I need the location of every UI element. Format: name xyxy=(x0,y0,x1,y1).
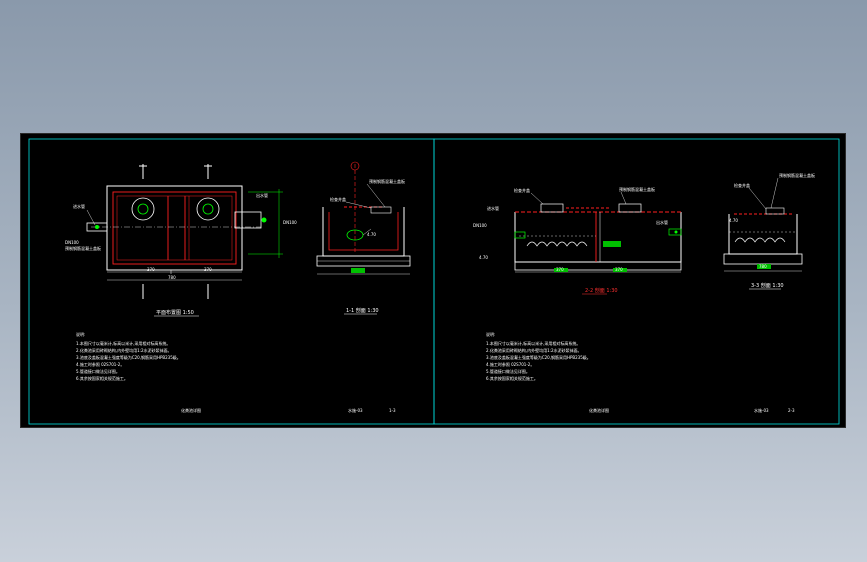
plan-inlet-note: 预制钢筋混凝土盖板 xyxy=(65,245,101,251)
cad-drawing: 370 370 780 进水管 DN100 预制钢筋混凝土盖板 出水管 DN10… xyxy=(28,138,840,425)
section2-title: 2-2 剖面 1:30 xyxy=(585,287,618,294)
section3-sludge xyxy=(734,237,786,243)
plan-inner-outline xyxy=(116,195,233,261)
section3-cover-note: 预制钢筋混凝土盖板 xyxy=(779,172,815,178)
section1-note-leader xyxy=(366,183,386,208)
section1-cut-circle xyxy=(350,161,360,171)
plan-outlet-pipe-label: DN100 xyxy=(283,220,297,225)
section1-level-leader xyxy=(362,228,372,236)
left-note-2: 2.化粪池采用砖砌结构,内外壁均用1:2水泥砂浆抹面。 xyxy=(76,347,172,353)
section1-walls xyxy=(322,207,405,257)
plan-inlet-marker xyxy=(95,225,99,229)
plan-inlet-pipe-label: DN100 xyxy=(65,240,79,245)
section1-cover-leader xyxy=(345,201,372,209)
section1-level: 4.70 xyxy=(367,232,376,237)
section3-dim-fill xyxy=(757,264,771,269)
section1-title: 1-1 剖面 1:30 xyxy=(346,307,379,314)
section3-cover-label: 检查井盖 xyxy=(734,182,750,188)
section-3-view: 780 检查井盖 预制钢筋混凝土盖板 4.70 3-3 剖面 1:30 xyxy=(723,172,815,290)
section1-cover-box xyxy=(370,206,392,214)
section2-outlet-label: 出水管 xyxy=(656,219,668,225)
plan-dim-c: 780 xyxy=(168,275,176,280)
plan-dim-b: 370 xyxy=(204,267,212,272)
right-note-1: 1.本图尺寸以毫米计,标高以米计,采用相对标高系统。 xyxy=(486,340,580,346)
plan-view: 370 370 780 进水管 DN100 预制钢筋混凝土盖板 出水管 DN10… xyxy=(65,164,297,317)
plan-outlet-pipe xyxy=(234,211,262,229)
section2-manhole-right xyxy=(618,203,642,213)
right-footer-code: 水施-03 xyxy=(754,407,769,413)
section2-inlet-label: 进水管 xyxy=(487,205,499,211)
left-notes-heading: 说明: xyxy=(76,331,85,337)
section3-walls xyxy=(728,214,798,255)
section3-title: 3-3 剖面 1:30 xyxy=(751,282,784,289)
manhole-left-cover xyxy=(137,203,149,215)
plan-inlet-pipe xyxy=(86,222,108,232)
right-notes: 说明: 1.本图尺寸以毫米计,标高以米计,采用相对标高系统。 2.化粪池采用砖砌… xyxy=(486,331,795,413)
section-2-view: 370 370 检查井盖 预制钢筋混凝土盖板 进水管 DN100 出水管 4.7… xyxy=(473,186,682,295)
right-footer-page: 2-3 xyxy=(788,408,795,413)
section2-note-leader xyxy=(620,191,627,205)
left-note-1: 1.本图尺寸以毫米计,标高以米计,采用相对标高系统。 xyxy=(76,340,170,346)
section1-dim-fill xyxy=(351,268,365,273)
section3-level: 4.70 xyxy=(729,218,738,223)
section2-cover-note: 预制钢筋混凝土盖板 xyxy=(619,186,655,192)
section2-inlet-pipe: DN100 xyxy=(473,223,487,228)
section1-cover-label: 检查井盖 xyxy=(330,196,346,202)
section2-inlet xyxy=(514,231,526,239)
section2-cover-leader xyxy=(530,192,544,205)
plan-dim-a: 370 xyxy=(147,267,155,272)
manhole-left xyxy=(131,197,155,221)
section2-dim-fill-b xyxy=(613,268,627,272)
section1-rebar xyxy=(328,212,399,251)
section2-dim-a: 370 xyxy=(556,267,564,272)
left-notes: 说明: 1.本图尺寸以毫米计,标高以米计,采用相对标高系统。 2.化粪池采用砖砌… xyxy=(76,331,396,413)
left-footer-code: 水施-03 xyxy=(348,407,363,413)
left-footer-title: 化粪池详图 xyxy=(181,407,201,413)
left-footer-page: 1-3 xyxy=(389,408,396,413)
right-footer-title: 化粪池详图 xyxy=(589,407,609,413)
section2-outlet-marker xyxy=(674,230,678,234)
plan-outlet-marker xyxy=(261,217,267,223)
left-note-3: 3.池底及盖板混凝土强度等级为C20,钢筋采用HPB235级。 xyxy=(76,354,181,360)
section-1-view: 4.70 780 检查井盖 预制钢筋混凝土盖板 1-1 剖面 1:30 xyxy=(316,161,411,315)
section3-cover-leader xyxy=(748,187,767,210)
section2-outlet xyxy=(668,228,682,236)
plan-inlet-leader xyxy=(86,209,96,226)
section3-dim: 780 xyxy=(759,264,767,269)
section2-base xyxy=(514,261,682,271)
right-note-3: 3.池底及盖板混凝土强度等级为C20,钢筋采用HPB235级。 xyxy=(486,354,591,360)
section1-cover-note: 预制钢筋混凝土盖板 xyxy=(369,178,405,184)
right-note-2: 2.化粪池采用砖砌结构,内外壁均用1:2水泥砂浆抹面。 xyxy=(486,347,582,353)
section2-manhole-left xyxy=(540,203,564,213)
manhole-right xyxy=(196,197,220,221)
cad-viewport[interactable]: 370 370 780 进水管 DN100 预制钢筋混凝土盖板 出水管 DN10… xyxy=(20,133,846,428)
manhole-right-cover xyxy=(202,203,214,215)
section3-cover-box xyxy=(765,207,785,215)
plan-title: 平面布置图 1:50 xyxy=(156,309,194,316)
plan-outlet-label: 出水管 xyxy=(256,192,268,198)
plan-inlet-label: 进水管 xyxy=(73,203,85,209)
section2-dim-b: 370 xyxy=(615,267,623,272)
section3-note-leader xyxy=(770,177,779,209)
left-note-5: 5.管道接口做法见详图。 xyxy=(76,368,120,374)
section2-level: 4.70 xyxy=(479,255,488,260)
right-sheet-frame xyxy=(433,138,840,425)
right-note-6: 6.其余按国家相关规范施工。 xyxy=(486,375,538,381)
plan-outer-wall xyxy=(106,185,243,271)
section2-fill-box xyxy=(603,241,621,247)
right-note-5: 5.管道接口做法见详图。 xyxy=(486,368,530,374)
section2-dim-fill-a xyxy=(554,268,568,272)
section2-sludge xyxy=(526,241,588,247)
left-note-6: 6.其余按国家相关规范施工。 xyxy=(76,375,128,381)
right-notes-heading: 说明: xyxy=(486,331,495,337)
left-note-4: 4.施工时参照 02S701-2。 xyxy=(76,361,124,367)
section3-base xyxy=(723,253,803,265)
section2-cover-label: 检查井盖 xyxy=(514,187,530,193)
right-note-4: 4.施工时参照 02S701-2。 xyxy=(486,361,534,367)
